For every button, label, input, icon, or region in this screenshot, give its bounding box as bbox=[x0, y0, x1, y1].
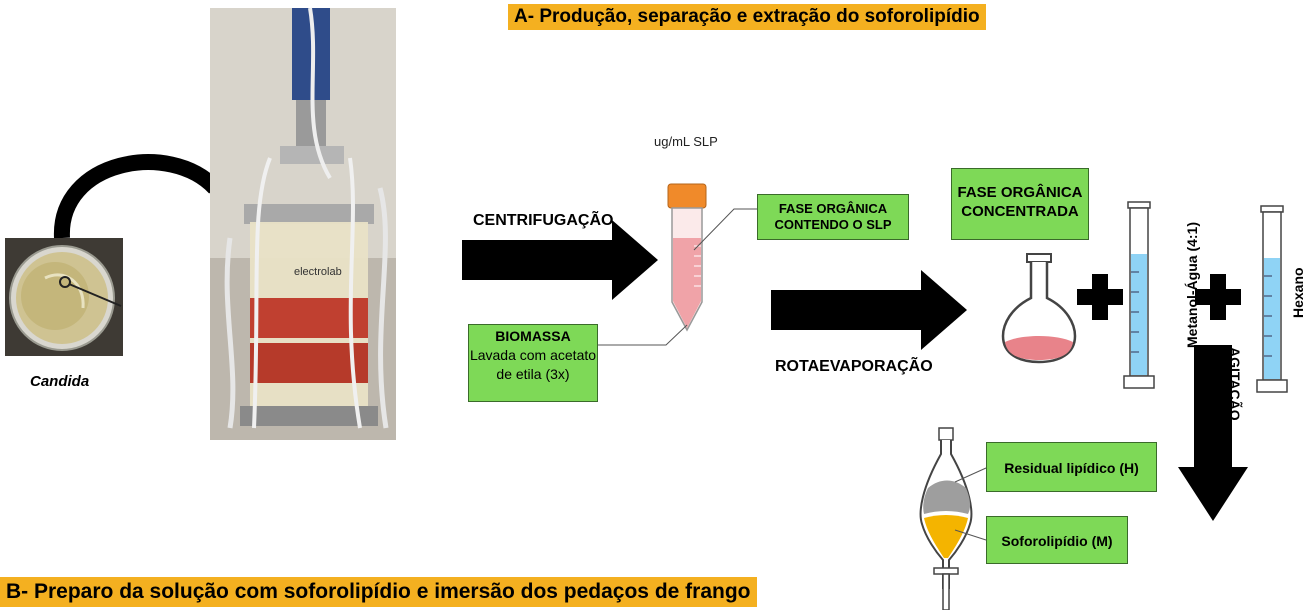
tube-caption: ug/mL SLP bbox=[654, 134, 718, 149]
round-flask-icon bbox=[1001, 253, 1077, 364]
section-a-title: A- Produção, separação e extração do sof… bbox=[508, 4, 986, 30]
concentrated-phase-box: FASE ORGÂNICA CONCENTRADA bbox=[951, 168, 1089, 240]
biomass-line2: de etila (3x) bbox=[496, 366, 570, 382]
organic-phase-line1: FASE ORGÂNICA bbox=[778, 201, 888, 216]
section-b-title: B- Preparo da solução com soforolipídio … bbox=[0, 577, 757, 607]
biomass-box: BIOMASSA Lavada com acetato de etila (3x… bbox=[468, 324, 598, 402]
candida-label: Candida bbox=[30, 373, 90, 390]
graduated-cylinder-icon-2 bbox=[1256, 205, 1288, 393]
centrifugation-label: CENTRIFUGAÇÃO bbox=[473, 212, 614, 229]
separatory-funnel-icon bbox=[919, 427, 973, 610]
rotaevaporation-arrow bbox=[771, 270, 967, 350]
soforolipid-box: Soforolipídio (M) bbox=[986, 516, 1128, 564]
organic-phase-line2: CONTENDO O SLP bbox=[774, 217, 892, 232]
plus-icon bbox=[1077, 274, 1123, 320]
concentrated-line2: CONCENTRADA bbox=[961, 203, 1079, 220]
organic-phase-box: FASE ORGÂNICA CONTENDO O SLP bbox=[757, 194, 909, 240]
biomass-title: BIOMASSA bbox=[495, 328, 571, 344]
reactor-brand: electrolab bbox=[294, 266, 342, 278]
biomass-line1: Lavada com acetato bbox=[469, 347, 597, 363]
falcon-tube-icon bbox=[667, 183, 707, 332]
graduated-cylinder-icon bbox=[1123, 201, 1155, 389]
agitation-arrow bbox=[1178, 345, 1248, 521]
rotaevaporation-label: ROTAEVAPORAÇÃO bbox=[775, 358, 933, 375]
bioreactor-image: electrolab bbox=[210, 7, 396, 440]
concentrated-line1: FASE ORGÂNICA bbox=[957, 184, 1083, 201]
centrifugation-arrow bbox=[462, 220, 658, 300]
residual-lipid-box: Residual lipídico (H) bbox=[986, 442, 1157, 492]
plus-icon-2 bbox=[1195, 274, 1241, 320]
petri-dish-image bbox=[5, 238, 123, 356]
